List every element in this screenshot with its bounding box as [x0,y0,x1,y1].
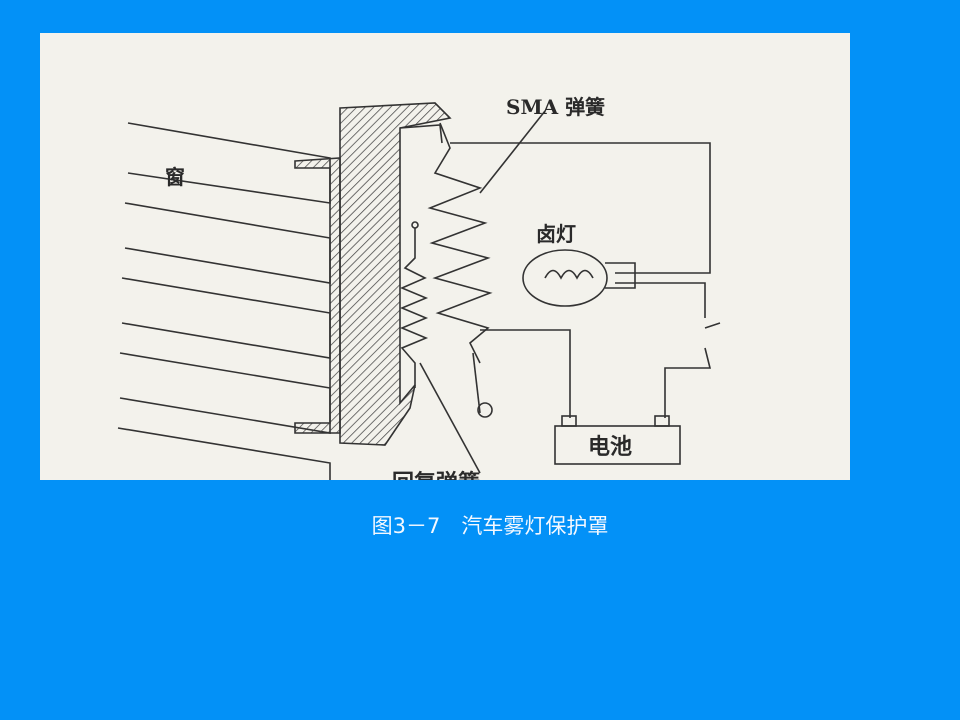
label-battery: 电池 [588,434,633,460]
label-halogen-lamp: 卤灯 [536,222,576,246]
fog-lamp-cover-diagram [117,102,721,480]
diagram-image: 窗 SMA 弹簧 卤灯 电池 回复弹簧 [40,33,850,480]
label-return-spring: 回复弹簧 [392,465,480,480]
label-window: 窗 [165,165,185,189]
figure-caption: 图3－7 汽车雾灯保护罩 [371,514,609,538]
label-sma-spring: SMA 弹簧 [506,95,606,119]
